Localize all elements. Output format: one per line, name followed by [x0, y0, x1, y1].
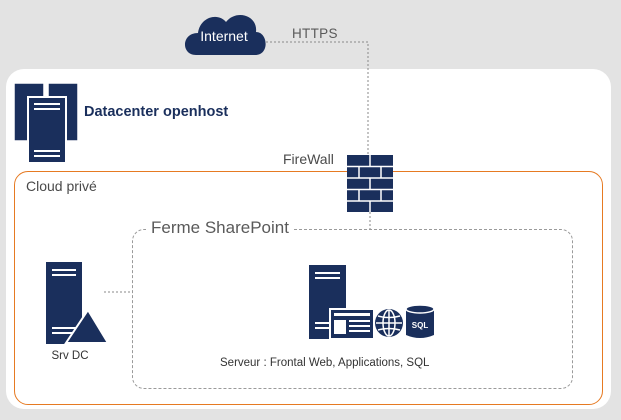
web-window-icon — [329, 308, 375, 340]
datacenter-panel — [6, 69, 611, 409]
farm-label: Ferme SharePoint — [146, 218, 294, 238]
firewall-icon — [347, 155, 393, 212]
firewall-label: FireWall — [283, 151, 334, 167]
globe-icon — [375, 309, 403, 337]
private-cloud-zone — [14, 171, 603, 405]
server-label: Serveur : Frontal Web, Applications, SQL — [220, 357, 430, 369]
https-label: HTTPS — [292, 26, 338, 41]
datacenter-icon — [13, 82, 79, 164]
internet-label: Internet — [200, 28, 248, 44]
sql-database-icon: SQL — [405, 304, 435, 338]
srv-dc-label: Srv DC — [51, 350, 89, 362]
https-connector — [262, 41, 369, 155]
cloud-label: Cloud privé — [26, 178, 97, 194]
datacenter-title: Datacenter openhost — [84, 104, 229, 120]
srv-dc-icon — [46, 262, 110, 344]
sharepoint-farm-zone — [132, 229, 573, 389]
svg-text:SQL: SQL — [412, 321, 429, 330]
internet-cloud-icon — [184, 14, 266, 55]
